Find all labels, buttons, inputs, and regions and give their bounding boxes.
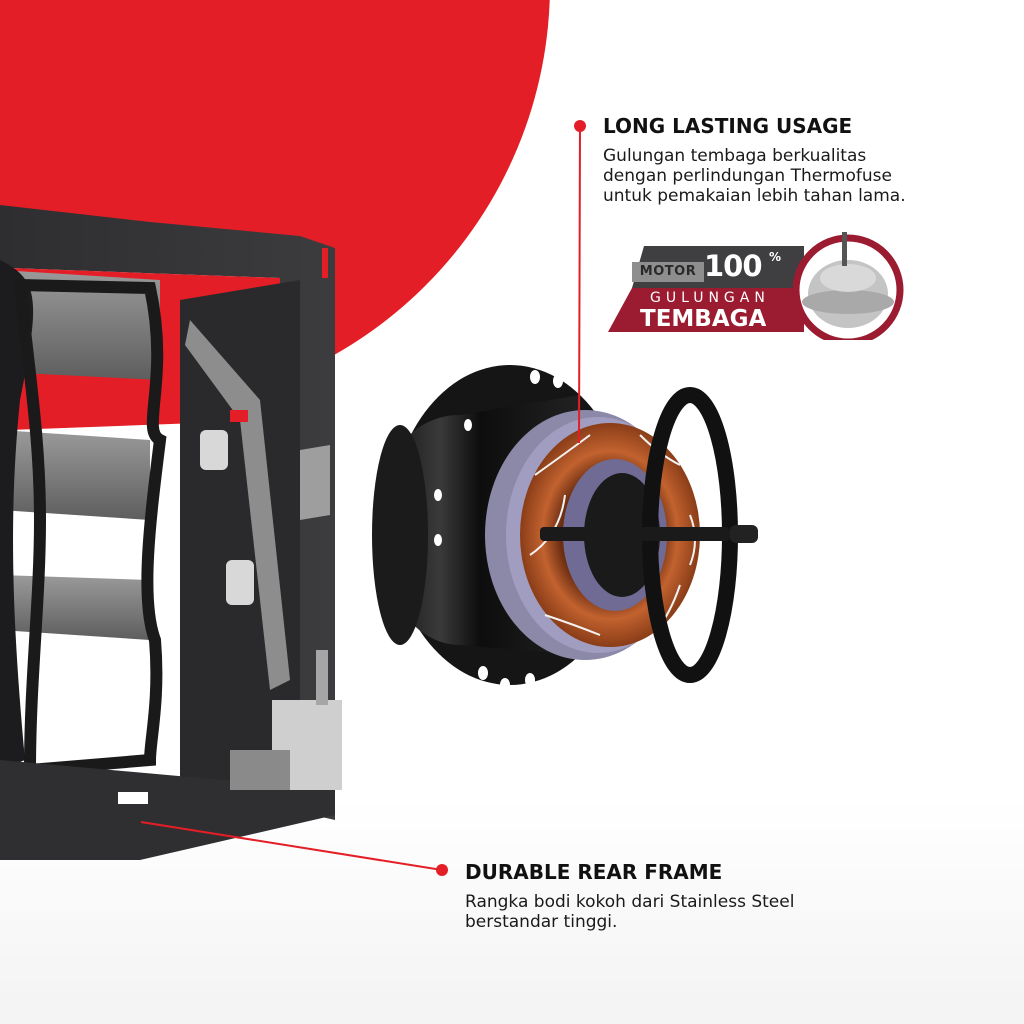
callout-title: DURABLE REAR FRAME	[465, 860, 723, 884]
description-line: berstandar tinggi.	[465, 912, 618, 932]
badge-percent-sign: %	[769, 250, 782, 264]
badge-motor-label: MOTOR	[632, 262, 704, 282]
bottom-pointer-dot	[436, 864, 448, 876]
callout-durable-rear-frame: DURABLE REAR FRAME Rangka bodi kokoh dar…	[465, 860, 885, 932]
callout-title: LONG LASTING USAGE	[603, 114, 853, 138]
rear-frame-image	[0, 205, 342, 860]
callout-description: Gulungan tembaga berkualitas dengan perl…	[603, 146, 1003, 206]
description-line: Gulungan tembaga berkualitas	[603, 146, 867, 166]
badge-percent-value: 100	[704, 249, 763, 283]
copper-winding-badge	[608, 232, 904, 340]
callout-description: Rangka bodi kokoh dari Stainless Steel b…	[465, 892, 885, 932]
copper-motor-image	[372, 365, 758, 692]
description-line: untuk pemakaian lebih tahan lama.	[603, 186, 906, 206]
callout-long-lasting-usage: LONG LASTING USAGE Gulungan tembaga berk…	[603, 114, 1003, 206]
description-line: dengan perlindungan Thermofuse	[603, 166, 892, 186]
badge-line1: GULUNGAN	[650, 290, 770, 306]
top-pointer-dot	[574, 120, 586, 132]
description-line: Rangka bodi kokoh dari Stainless Steel	[465, 892, 795, 912]
badge-line2: TEMBAGA	[640, 306, 767, 332]
